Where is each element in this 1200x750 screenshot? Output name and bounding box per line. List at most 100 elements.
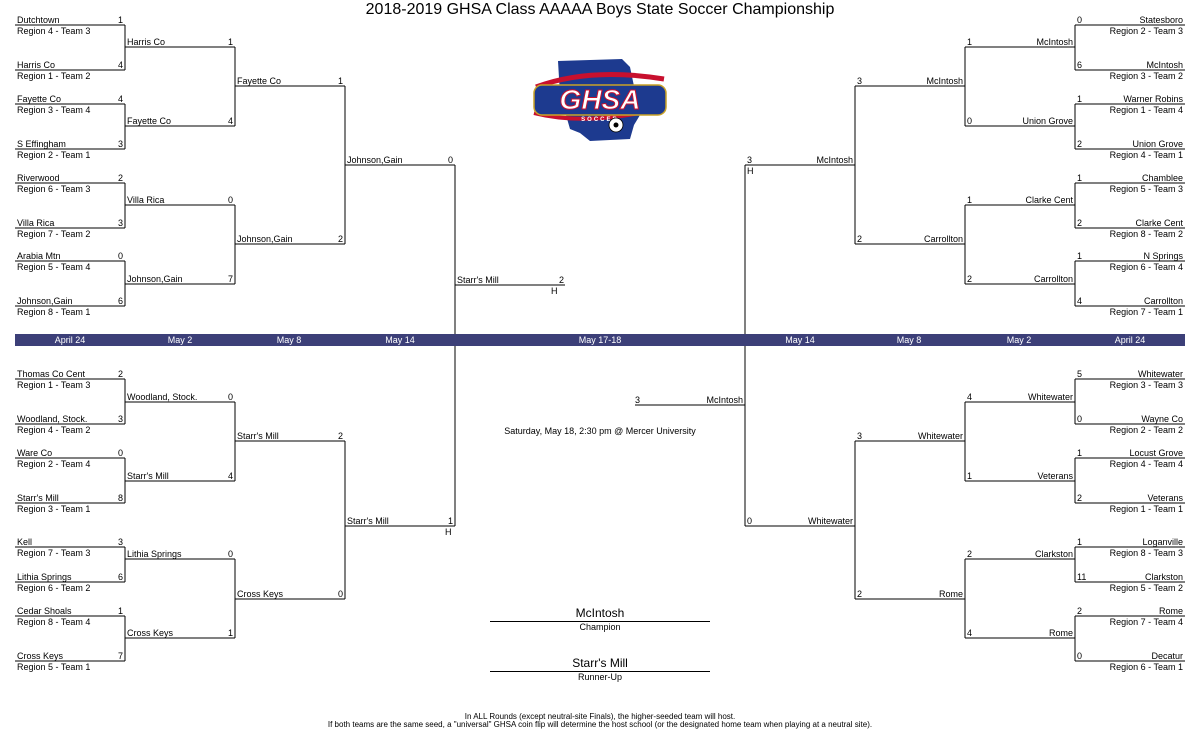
team-name: McIntosh [1036,37,1073,47]
team-name: Starr's Mill [347,516,389,526]
team-score: 3 [117,414,123,424]
team-name: Rome [938,589,963,599]
team-region: Region 4 - Team 2 [17,425,91,435]
team-name: Starr's Mill [457,275,499,285]
team-region: Region 8 - Team 2 [1109,229,1183,239]
team-name: Starr's Mill [127,471,169,481]
team-region: Region 4 - Team 1 [1109,150,1183,160]
team-name: Cross Keys [237,589,284,599]
team-score: 1 [337,76,343,86]
team-score: 2 [967,549,973,559]
team-name: Fayette Co [127,116,172,126]
team-name: Villa Rica [127,195,165,205]
team-name: Starr's Mill [17,493,59,503]
team-score: 4 [117,60,123,70]
champion-name: McIntosh [490,607,710,622]
team-name: Locust Grove [1129,448,1183,458]
team-region: Region 6 - Team 3 [17,184,91,194]
team-score: 0 [1077,651,1083,661]
team-name: Harris Co [127,37,166,47]
team-score: 0 [1077,414,1083,424]
team-score: 2 [967,274,973,284]
team-region: Region 6 - Team 4 [1109,262,1183,272]
team-score: 1 [967,37,973,47]
team-score: 1 [227,37,233,47]
team-name: Clarkston [1034,549,1073,559]
team-name: Riverwood [17,173,60,183]
team-name: Cedar Shoals [17,606,72,616]
team-name: Whitewater [1137,369,1183,379]
team-region: Region 3 - Team 1 [17,504,91,514]
team-region: Region 4 - Team 3 [17,26,91,36]
team-name: McIntosh [926,76,963,86]
champion-label: Champion [579,622,621,632]
round-date: May 14 [385,335,415,345]
team-name: Fayette Co [17,94,62,104]
team-score: 2 [1077,139,1083,149]
team-name: Carrollton [923,234,963,244]
team-score: 1 [447,516,453,526]
team-score: 3 [117,139,123,149]
team-score: 3 [857,76,863,86]
svg-text:SOCCER: SOCCER [581,117,619,123]
team-score: 0 [227,195,233,205]
team-region: Region 2 - Team 2 [1109,425,1183,435]
team-region: Region 4 - Team 4 [1109,459,1183,469]
team-name: Johnson,Gain [237,234,293,244]
team-region: Region 3 - Team 3 [1109,380,1183,390]
runner-up-name: Starr's Mill [490,657,710,672]
team-name: Arabia Mtn [17,251,61,261]
team-score: 4 [227,471,233,481]
team-score: 1 [1077,94,1083,104]
team-name: Fayette Co [237,76,282,86]
team-region: Region 7 - Team 4 [1109,617,1183,627]
team-name: Whitewater [807,516,853,526]
team-region: Region 7 - Team 1 [1109,307,1183,317]
team-name: S Effingham [17,139,66,149]
team-name: Harris Co [17,60,56,70]
team-name: Villa Rica [17,218,55,228]
team-region: Region 1 - Team 1 [1109,504,1183,514]
team-score: 0 [747,516,753,526]
team-name: McIntosh [816,155,853,165]
team-score: 1 [967,471,973,481]
team-score: 0 [337,589,343,599]
team-score: 0 [1077,15,1083,25]
team-region: Region 2 - Team 1 [17,150,91,160]
team-score: 2 [857,234,863,244]
team-score: 4 [227,116,233,126]
svg-text:GHSA: GHSA [560,84,641,115]
team-name: Ware Co [17,448,53,458]
team-score: 0 [447,155,453,165]
team-name: Warner Robins [1123,94,1183,104]
team-name: Cross Keys [17,651,64,661]
team-name: Whitewater [917,431,963,441]
round-date: April 24 [1114,335,1146,345]
team-score: 0 [227,549,233,559]
team-name: Carrollton [1033,274,1073,284]
team-name: Veterans [1147,493,1183,503]
team-name: Kell [17,537,33,547]
team-score: 5 [1077,369,1083,379]
round-date: May 14 [785,335,815,345]
team-score: 2 [558,275,564,285]
round-date: April 24 [54,335,86,345]
team-score: 0 [967,116,973,126]
champion-box: McIntosh Champion [490,607,710,632]
team-name: McIntosh [1146,60,1183,70]
team-name: Veterans [1037,471,1073,481]
team-name: Union Grove [1132,139,1183,149]
team-score: 2 [117,369,123,379]
team-score: 8 [117,493,123,503]
team-region: Region 5 - Team 1 [17,662,91,672]
team-score: 4 [967,392,973,402]
team-score: 1 [117,606,123,616]
team-region: Region 1 - Team 3 [17,380,91,390]
team-name: Clarkston [1144,572,1183,582]
team-region: Region 2 - Team 3 [1109,26,1183,36]
team-score: 1 [117,15,123,25]
team-name: Woodland, Stock. [17,414,88,424]
team-name: Carrollton [1143,296,1183,306]
team-score: 2 [117,173,123,183]
